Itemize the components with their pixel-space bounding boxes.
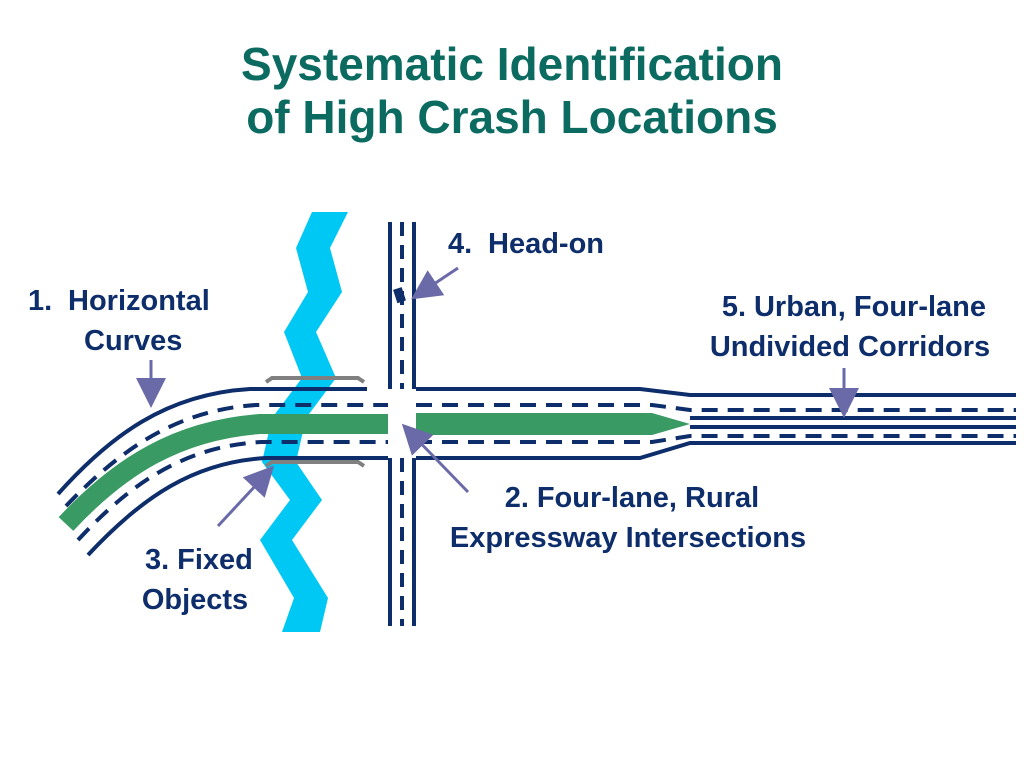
label-text-line-2: Objects — [141, 584, 249, 616]
arrow-head-on — [411, 266, 459, 300]
slide-title-line-2: of High Crash Locations — [246, 91, 778, 143]
road-edge-north — [56, 387, 367, 496]
slide-title-line-1: Systematic Identification — [241, 38, 783, 90]
road-edge-north-east — [416, 387, 1016, 397]
label-fixed-objects: 3.Fixed Objects — [110, 540, 280, 620]
label-number: 5. — [721, 291, 747, 323]
crossroad — [388, 222, 416, 626]
label-text-line-2: Curves — [84, 325, 183, 357]
median-curve — [58, 414, 388, 531]
label-urban-corridors: 5.Urban, Four-lane Undivided Corridors — [680, 287, 1020, 367]
label-text-line-1: Four-lane, Rural — [536, 482, 760, 514]
head-on-vehicle — [393, 287, 406, 304]
arrow-fixed-objects — [216, 465, 275, 528]
label-head-on: 4. Head-on — [448, 224, 604, 264]
median-east — [416, 413, 690, 435]
label-text-line-1: Urban, Four-lane — [753, 291, 986, 323]
road-edge-south — [86, 456, 388, 557]
label-text-line-1: Fixed — [177, 544, 253, 576]
lane-line-north — [64, 403, 388, 508]
label-horizontal-curves: 1. Horizontal Curves — [28, 281, 210, 361]
label-number: 4. — [448, 228, 473, 260]
lane-line-south — [76, 440, 388, 542]
lane-line-north-east — [416, 403, 1016, 412]
label-text-line-1: Head-on — [488, 228, 604, 260]
label-number: 3. — [145, 544, 170, 576]
label-text-line-2: Expressway Intersections — [449, 522, 807, 554]
lane-line-south-east — [416, 434, 1016, 444]
arrow-intersections — [401, 423, 470, 494]
label-number: 1. — [28, 285, 53, 317]
guardrail-north — [264, 376, 366, 384]
guardrail-south — [264, 460, 366, 468]
road-edge-south-east — [416, 441, 1016, 460]
label-text-line-2: Undivided Corridors — [709, 331, 991, 363]
pointer-arrows — [136, 266, 859, 528]
label-intersections: 2.Four-lane, Rural Expressway Intersecti… — [410, 478, 846, 558]
label-number: 2. — [504, 482, 529, 514]
label-text-line-1: Horizontal — [68, 285, 210, 317]
